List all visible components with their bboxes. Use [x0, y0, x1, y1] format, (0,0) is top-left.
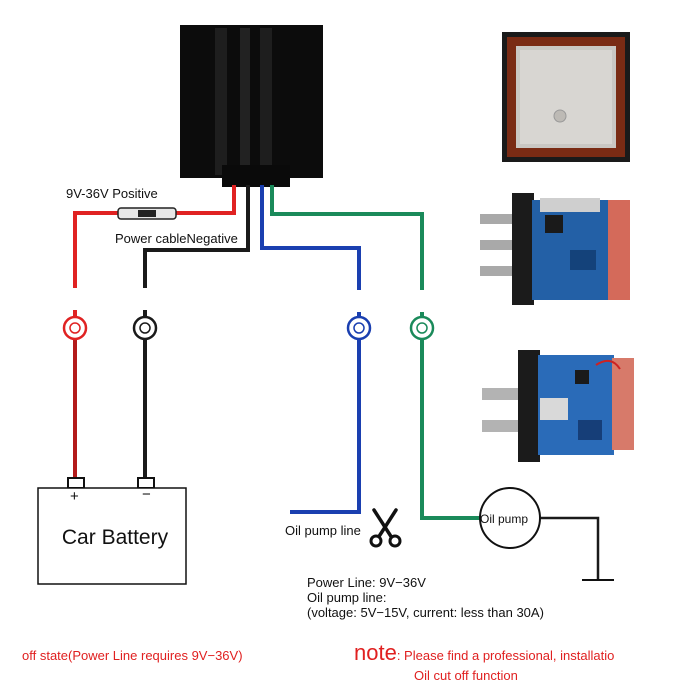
tracker-device: [180, 25, 323, 187]
red-wire: [73, 185, 236, 320]
green-wire: [270, 185, 424, 320]
oil-pump-line-label: Oil pump line: [285, 523, 361, 538]
positive-label: 9V-36V Positive: [66, 186, 158, 201]
oil-pump-output-wire: [540, 516, 600, 580]
oil-cut-off-text: Oil cut off function: [414, 668, 518, 683]
ring-terminal-icon: [409, 315, 435, 341]
oil-pump-label: Oil pump: [480, 512, 529, 526]
black-wire: [143, 185, 250, 320]
spec-line-power: Power Line: 9V−36V: [307, 575, 426, 590]
battery-plus: +: [70, 488, 79, 505]
note-body: : Please find a professional, installati…: [396, 648, 615, 663]
fuse-icon: [117, 207, 177, 220]
gps-antenna-photo: [502, 32, 630, 162]
blue-wire-lower: [290, 340, 361, 514]
scissors-icon: [368, 508, 404, 553]
ring-terminal-icon: [132, 315, 158, 341]
ring-terminal-icon: [62, 315, 88, 341]
green-wire-lower: [420, 340, 482, 520]
battery-label: Car Battery: [61, 526, 169, 549]
relay-board-photo: [480, 193, 630, 305]
spec-line-voltage: (voltage: 5V−15V, current: less than 30A…: [307, 605, 544, 620]
blue-wire: [260, 185, 361, 320]
negative-label: Power cableNegative: [115, 231, 238, 246]
note-word: note: [354, 640, 397, 665]
off-state-text: off state(Power Line requires 9V−36V): [22, 648, 243, 663]
battery-minus: −: [142, 486, 151, 503]
relay-board-photo: [482, 350, 634, 462]
spec-notes: Power Line: 9V−36V Oil pump line: (volta…: [307, 575, 544, 620]
note-text: note: Please find a professional, instal…: [354, 640, 614, 666]
spec-line-oil: Oil pump line:: [307, 590, 387, 605]
oil-pump-circle: [479, 487, 541, 549]
ring-terminal-icon: [346, 315, 372, 341]
car-battery: [37, 477, 187, 585]
